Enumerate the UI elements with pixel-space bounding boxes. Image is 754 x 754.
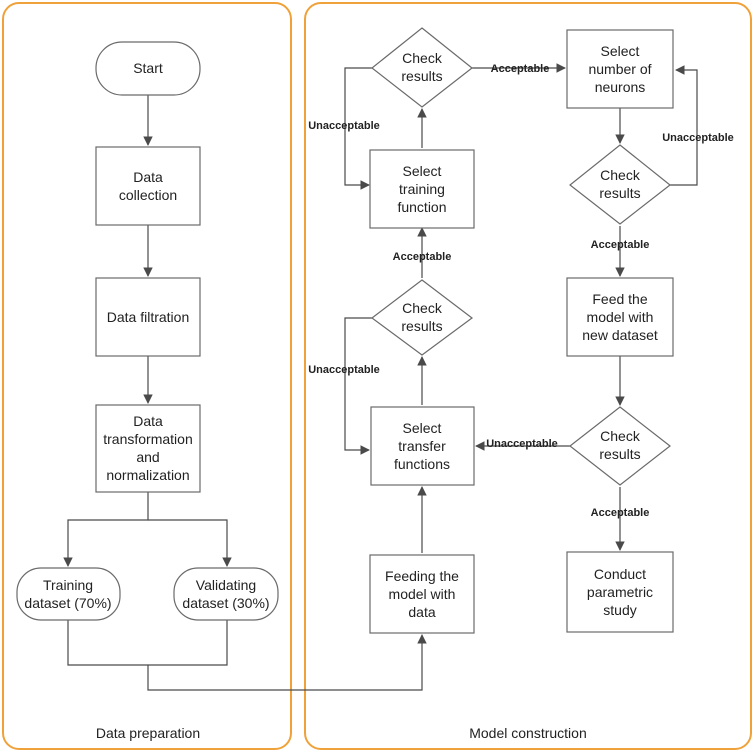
node-data-filtration-label: Data filtration (107, 309, 189, 325)
edge-datasets-merge (67, 620, 228, 666)
node-label-line: data (408, 604, 435, 620)
edge-label-acceptable-2: Acceptable (491, 63, 550, 75)
node-start: Start (95, 41, 201, 96)
node-label-line: Check (402, 300, 443, 316)
node-conduct-study-label: Conduct parametric study (587, 566, 653, 618)
node-label-line: number of (588, 61, 651, 77)
panel-model-construction (304, 2, 752, 750)
node-label-line: normalization (106, 467, 189, 483)
edge-label-unacceptable-4: Unacceptable (486, 438, 558, 450)
node-label-line: results (401, 318, 442, 334)
node-label-line: Data (133, 169, 163, 185)
node-check-results-3-label: Check results (599, 167, 640, 201)
panel-title-data-preparation: Data preparation (96, 725, 200, 741)
node-label-line: results (599, 185, 640, 201)
node-label-line: neurons (595, 79, 646, 95)
node-label-line: Feed the (592, 291, 647, 307)
node-check-results-3: Check results (569, 144, 671, 225)
node-check-results-4-label: Check results (599, 428, 640, 462)
node-label-line: collection (119, 187, 177, 203)
node-label-line: Conduct (594, 566, 646, 582)
edge-label-unacceptable-2: Unacceptable (308, 364, 380, 376)
node-training-dataset-label: Training dataset (70%) (24, 577, 111, 611)
node-check-results-2: Check results (371, 27, 473, 108)
node-check-results-2-label: Check results (401, 50, 442, 84)
node-label-line: model with (587, 309, 654, 325)
panel-title-model-construction: Model construction (469, 725, 587, 741)
node-check-results-1-label: Check results (401, 300, 442, 334)
node-data-transformation: Data transformation and normalization (95, 404, 201, 493)
node-label-line: Feeding the (385, 568, 459, 584)
node-label-line: parametric (587, 584, 653, 600)
node-label-line: Data filtration (107, 309, 189, 325)
node-data-collection: Data collection (95, 146, 201, 226)
node-label-line: Start (133, 60, 163, 76)
node-label-line: transformation (103, 431, 192, 447)
node-feed-new-dataset-label: Feed the model with new dataset (582, 291, 658, 343)
node-select-transfer-label: Select transfer functions (394, 420, 450, 472)
node-select-training-label: Select training function (397, 163, 446, 215)
node-label-line: new dataset (582, 327, 658, 343)
edge-label-acceptable-3: Acceptable (591, 239, 650, 251)
node-data-transformation-label: Data transformation and normalization (103, 413, 192, 483)
node-training-dataset: Training dataset (70%) (16, 567, 121, 621)
node-label-line: function (397, 199, 446, 215)
node-label-line: Check (600, 167, 641, 183)
node-label-line: Data (133, 413, 163, 429)
edge-transform-to-validating (148, 519, 232, 567)
edge-datasets-to-feeding (147, 634, 427, 691)
node-feeding-model-label: Feeding the model with data (385, 568, 459, 620)
node-select-neurons-label: Select number of neurons (588, 43, 651, 95)
node-label-line: Training (43, 577, 93, 593)
edge-label-unacceptable-3: Unacceptable (662, 132, 734, 144)
node-validating-dataset: Validating dataset (30%) (173, 567, 279, 621)
edge-label-acceptable-4: Acceptable (591, 507, 650, 519)
node-label-line: and (136, 449, 159, 465)
node-label-line: results (599, 446, 640, 462)
node-check-results-1: Check results (370, 279, 474, 356)
node-start-label: Start (133, 60, 163, 76)
edge-transform-to-training (63, 492, 149, 567)
node-feed-new-dataset: Feed the model with new dataset (566, 277, 674, 357)
node-data-collection-label: Data collection (119, 169, 177, 203)
node-label-line: Select (403, 420, 442, 436)
node-label-line: Check (402, 50, 443, 66)
node-select-neurons: Select number of neurons (566, 29, 674, 109)
edge-check1-unacceptable (344, 317, 372, 455)
node-label-line: results (401, 68, 442, 84)
edge-label-acceptable-1: Acceptable (393, 251, 452, 263)
node-label-line: functions (394, 456, 450, 472)
edge-label-unacceptable-1: Unacceptable (308, 120, 380, 132)
node-label-line: model with (389, 586, 456, 602)
node-conduct-study: Conduct parametric study (566, 551, 674, 633)
node-label-line: dataset (30%) (182, 595, 269, 611)
edge-check3-unacceptable (670, 65, 698, 186)
node-label-line: Validating (196, 577, 256, 593)
node-label-line: study (603, 602, 636, 618)
node-feeding-model: Feeding the model with data (369, 554, 475, 634)
panel-data-preparation (2, 2, 292, 750)
node-label-line: training (399, 181, 445, 197)
node-select-training: Select training function (369, 149, 475, 229)
node-select-transfer: Select transfer functions (370, 406, 475, 486)
node-check-results-4: Check results (569, 406, 671, 486)
node-validating-dataset-label: Validating dataset (30%) (182, 577, 269, 611)
node-label-line: dataset (70%) (24, 595, 111, 611)
node-label-line: transfer (398, 438, 446, 454)
node-label-line: Select (403, 163, 442, 179)
node-data-filtration: Data filtration (95, 277, 201, 357)
node-label-line: Check (600, 428, 641, 444)
edge-check2-unacceptable (344, 67, 372, 190)
node-label-line: Select (601, 43, 640, 59)
